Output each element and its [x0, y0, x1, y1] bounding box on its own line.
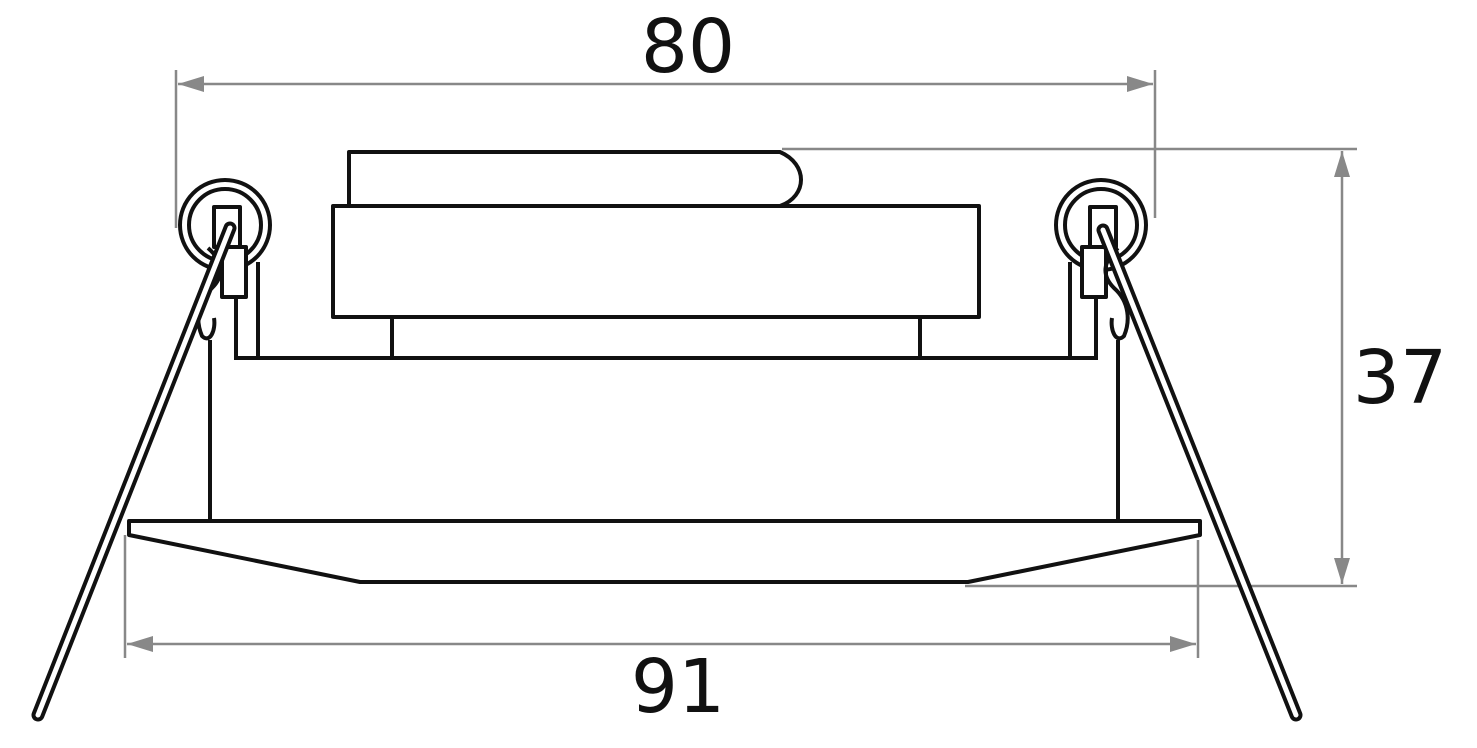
dimension-height: 37 [782, 147, 1447, 588]
dimension-bottom-width: 91 [123, 535, 1200, 730]
height-label: 37 [1353, 335, 1447, 421]
lamp-socket [331, 150, 981, 360]
trim-flange [127, 519, 1202, 584]
top-width-label: 80 [641, 4, 735, 90]
dimension-top-width: 80 [174, 4, 1157, 228]
right-spring-clip [1054, 178, 1303, 722]
bottom-width-label: 91 [631, 644, 725, 730]
left-spring-clip [31, 178, 272, 722]
